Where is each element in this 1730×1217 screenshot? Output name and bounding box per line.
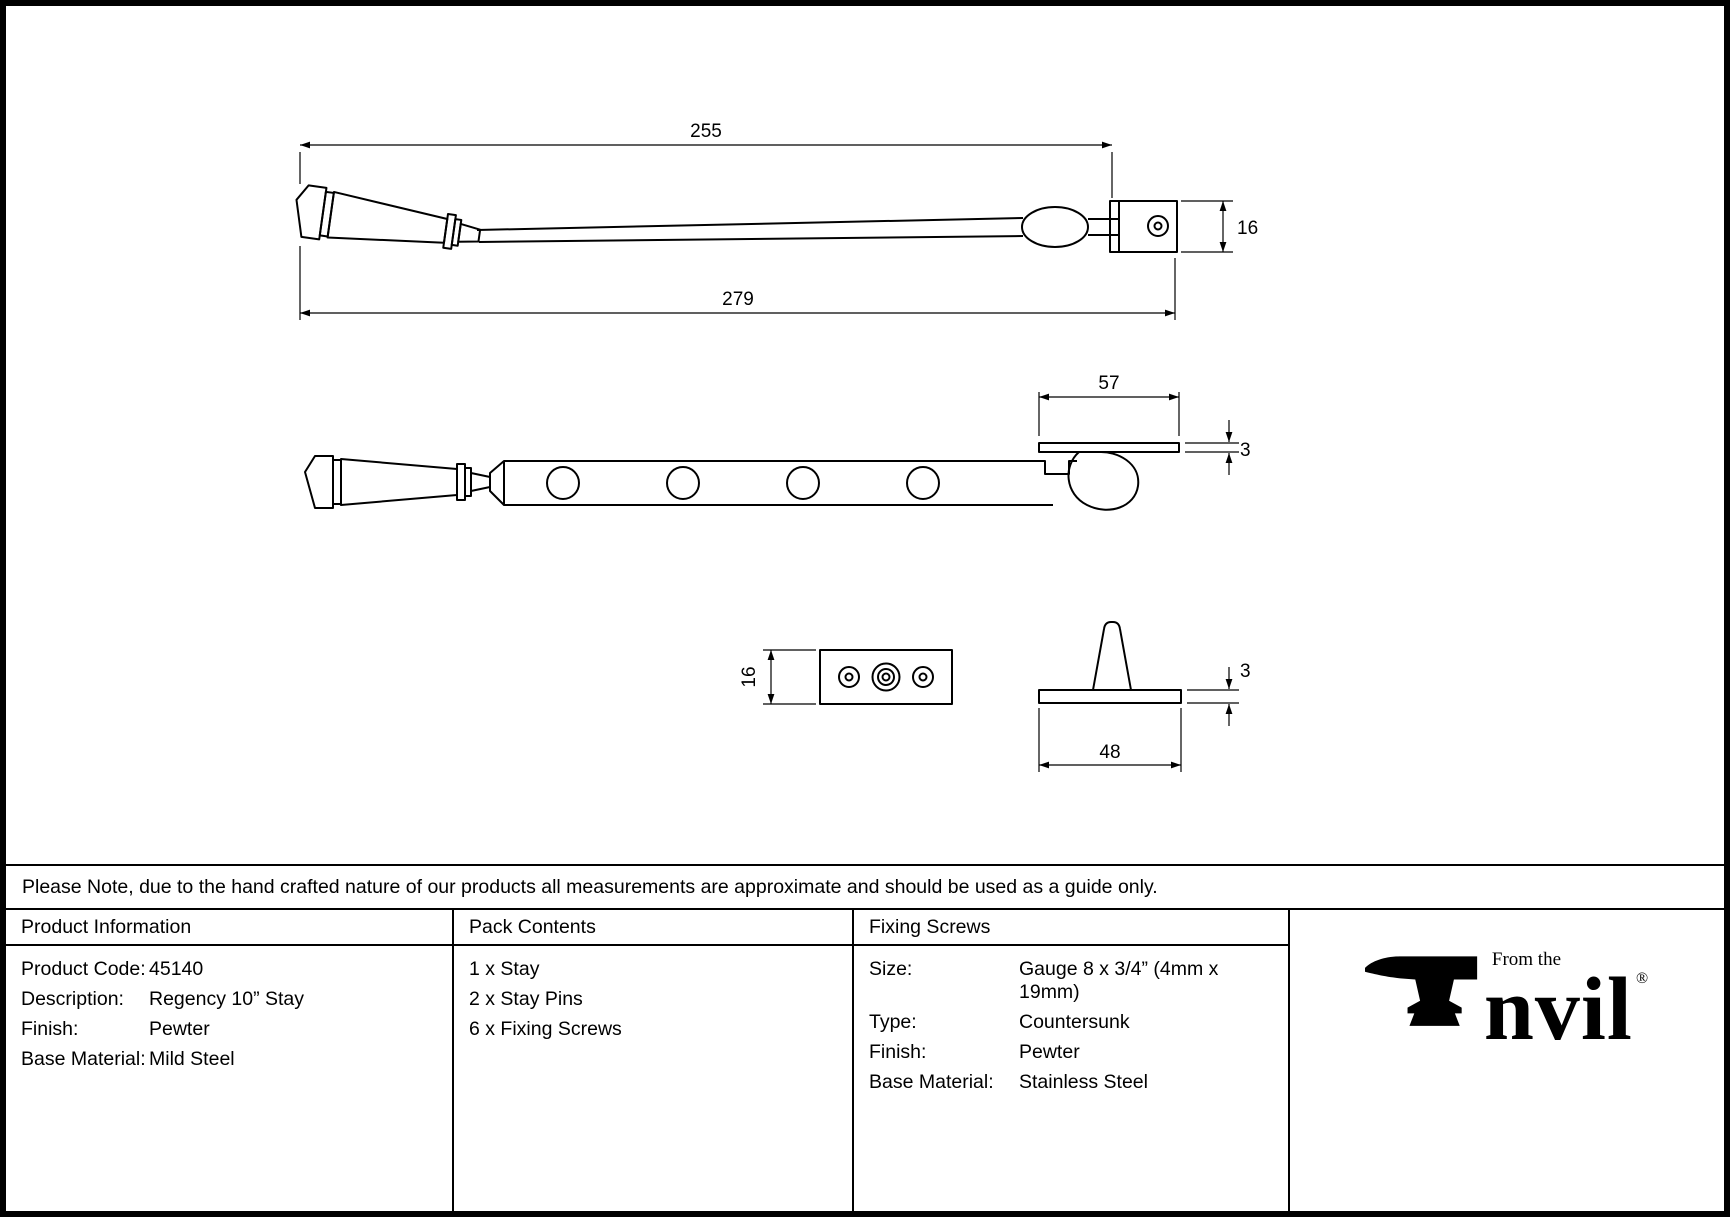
base-material-label: Base Material:	[21, 1048, 146, 1070]
pack-item: 1 x Stay	[469, 958, 540, 980]
dim-stay-total-length: 279	[722, 289, 754, 310]
fixing-screws-body: Size: Gauge 8 x 3/4” (4mm x 19mm) Type: …	[854, 946, 1288, 1101]
screw-type-value: Countersunk	[1019, 1011, 1130, 1033]
dim-pin-plate-height: 16	[739, 666, 760, 687]
screw-finish-label: Finish:	[869, 1041, 927, 1063]
screw-finish-value: Pewter	[1019, 1041, 1080, 1063]
stay-pin-side-view	[1038, 621, 1182, 704]
product-code-row: Product Code: 45140	[21, 958, 444, 981]
pack-contents-body: 1 x Stay 2 x Stay Pins 6 x Fixing Screws	[454, 946, 852, 1048]
stay-plan-view	[295, 184, 1178, 253]
measurement-note: Please Note, due to the hand crafted nat…	[6, 864, 1724, 908]
drawing-area: 255 279 16 57 3 16 3 48	[6, 6, 1724, 864]
fixing-screws-header: Fixing Screws	[854, 910, 1288, 946]
product-code-value: 45140	[149, 958, 204, 980]
screw-type-row: Type: Countersunk	[869, 1011, 1280, 1034]
registered-mark-icon: ®	[1635, 970, 1650, 988]
measurement-note-text: Please Note, due to the hand crafted nat…	[22, 875, 1158, 898]
dim-catch-plate-length: 57	[1098, 373, 1119, 394]
logo-tagline: From the	[1491, 949, 1562, 971]
product-information-column: Product Information Product Code: 45140 …	[6, 910, 454, 1211]
dim-pin-base-length: 48	[1099, 742, 1120, 763]
base-material-value: Mild Steel	[149, 1048, 235, 1070]
description-row: Description: Regency 10” Stay	[21, 988, 444, 1011]
screw-base-material-value: Stainless Steel	[1019, 1071, 1148, 1093]
description-value: Regency 10” Stay	[149, 988, 305, 1010]
stay-side-view	[304, 442, 1180, 511]
finish-row: Finish: Pewter	[21, 1018, 444, 1041]
screw-type-label: Type:	[869, 1011, 917, 1033]
screw-base-material-row: Base Material: Stainless Steel	[869, 1071, 1280, 1094]
description-label: Description:	[21, 988, 124, 1010]
dimension-lines	[299, 141, 1239, 772]
finish-label: Finish:	[21, 1018, 79, 1040]
brand-logo-cell: From the nvil®	[1290, 910, 1724, 1211]
dimension-labels: 255 279 16 57 3 16 3 48	[690, 121, 1258, 763]
screw-size-label: Size:	[869, 958, 913, 980]
dim-stay-end-width: 16	[1237, 218, 1258, 239]
pack-item: 2 x Stay Pins	[469, 988, 583, 1010]
fixing-screws-column: Fixing Screws Size: Gauge 8 x 3/4” (4mm …	[854, 910, 1290, 1211]
from-the-anvil-logo: From the nvil®	[1364, 946, 1650, 1055]
product-code-label: Product Code:	[21, 958, 146, 980]
pack-item: 6 x Fixing Screws	[469, 1018, 622, 1040]
screw-finish-row: Finish: Pewter	[869, 1041, 1280, 1064]
logo-brand-suffix: nvil	[1483, 960, 1633, 1060]
screw-size-row: Size: Gauge 8 x 3/4” (4mm x 19mm)	[869, 958, 1280, 1004]
dim-stay-arm-length: 255	[690, 121, 722, 142]
product-info-table: Product Information Product Code: 45140 …	[6, 908, 1724, 1211]
dim-catch-plate-thickness: 3	[1240, 440, 1251, 461]
screw-size-value: Gauge 8 x 3/4” (4mm x 19mm)	[1019, 958, 1219, 1003]
base-material-row: Base Material: Mild Steel	[21, 1048, 444, 1071]
logo-text: From the nvil®	[1484, 949, 1650, 1055]
logo-brand: nvil®	[1484, 965, 1650, 1055]
product-information-body: Product Code: 45140 Description: Regency…	[6, 946, 452, 1078]
dim-pin-base-thickness: 3	[1240, 661, 1251, 682]
finish-value: Pewter	[149, 1018, 210, 1040]
anvil-icon	[1364, 956, 1478, 1026]
pack-contents-header: Pack Contents	[454, 910, 852, 946]
screw-base-material-label: Base Material:	[869, 1071, 994, 1093]
pin-plate-view	[819, 649, 953, 705]
product-information-header: Product Information	[6, 910, 452, 946]
technical-drawing: 255 279 16 57 3 16 3 48	[295, 121, 1258, 772]
pack-contents-column: Pack Contents 1 x Stay 2 x Stay Pins 6 x…	[454, 910, 854, 1211]
